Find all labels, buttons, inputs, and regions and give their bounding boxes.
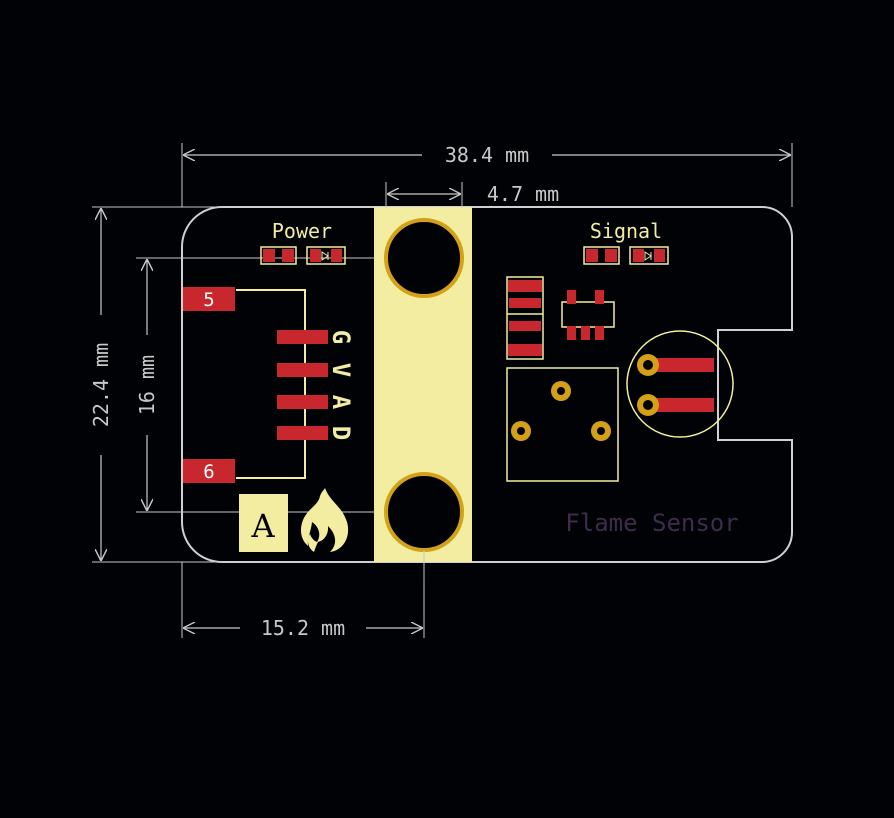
dimension-hole-width: 4.7 mm xyxy=(385,182,559,208)
dimension-height-label: 22.4 mm xyxy=(89,343,113,427)
resistor-stack xyxy=(506,276,544,360)
pin-label-g: G xyxy=(327,330,355,344)
signal-label: Signal xyxy=(590,219,662,243)
pin-label-d: D xyxy=(327,426,355,440)
connector-pins xyxy=(277,330,328,440)
dimension-width: 38.4 mm xyxy=(181,143,793,207)
connector-outline xyxy=(236,289,306,479)
dimension-offset: 15.2 mm xyxy=(181,550,425,640)
dimension-width-label: 38.4 mm xyxy=(445,143,529,167)
led-icon xyxy=(306,246,346,265)
dimension-hole-width-label: 4.7 mm xyxy=(487,182,559,206)
mounting-hole-icon xyxy=(384,472,464,552)
potentiometer xyxy=(506,367,619,482)
board-title: Flame Sensor xyxy=(565,509,738,537)
board-outline xyxy=(181,206,793,563)
pin-label-a: A xyxy=(327,395,355,410)
comparator-ic xyxy=(561,290,615,340)
pin-label-v: V xyxy=(327,363,355,377)
flame-sensor-footprint xyxy=(626,330,734,438)
power-label: Power xyxy=(272,219,332,243)
svg-text:6: 6 xyxy=(203,461,214,483)
dimension-offset-label: 15.2 mm xyxy=(261,616,345,640)
pad-5: 5 xyxy=(183,287,235,311)
dimension-height: 22.4 mm xyxy=(89,206,222,563)
pad-6: 6 xyxy=(183,459,235,483)
flame-icon xyxy=(300,488,349,552)
dimension-pitch-label: 16 mm xyxy=(135,355,159,415)
module-letter-badge: A xyxy=(239,494,288,552)
power-resistor xyxy=(260,246,297,265)
svg-text:A: A xyxy=(250,507,275,545)
led-icon xyxy=(629,246,669,265)
pin-labels: G V A D xyxy=(327,330,355,440)
signal-resistor xyxy=(583,246,620,265)
mounting-hole-icon xyxy=(384,218,464,298)
svg-text:5: 5 xyxy=(203,289,214,311)
